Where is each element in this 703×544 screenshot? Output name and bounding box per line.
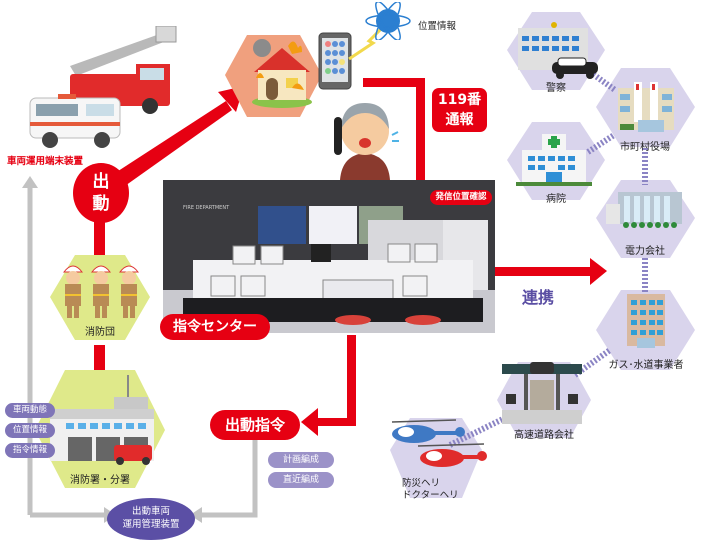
119-report-line2: 通報 bbox=[445, 112, 474, 128]
vehicle-management-device[interactable]: 出動車両 運用管理装置 bbox=[107, 498, 195, 540]
dotted-connectors bbox=[448, 69, 648, 448]
gray-arrowhead-up bbox=[22, 176, 38, 188]
expressway-label: 高速道路会社 bbox=[514, 430, 574, 441]
nearest-formation-tag: 直近編成 bbox=[268, 472, 334, 488]
station-tag-vehicle-status: 車両動態 bbox=[5, 403, 55, 418]
coordination-label: 連携 bbox=[522, 288, 555, 307]
dispatch-line1: 出 bbox=[92, 172, 110, 192]
119-report-line1: 119番 bbox=[437, 92, 482, 108]
helicopter-label-line1: 防災ヘリ bbox=[402, 478, 441, 489]
dispatch-circle: 出 動 bbox=[73, 163, 129, 223]
police-station-icon bbox=[512, 22, 600, 80]
fire-station-icon bbox=[48, 375, 158, 467]
station-tag-location-info: 位置情報 bbox=[5, 423, 55, 438]
volunteer-fire-label: 消防団 bbox=[85, 327, 115, 338]
gray-arrowhead-left bbox=[190, 507, 202, 523]
police-label: 警察 bbox=[546, 83, 566, 94]
power-company-label: 電力会社 bbox=[625, 246, 665, 257]
helicopter-label: 防災ヘリ ドクターヘリ bbox=[402, 478, 459, 502]
ambulance-icon bbox=[28, 92, 128, 152]
command-center-photo: FIRE DEPARTMENT bbox=[163, 180, 495, 333]
dispatch-command-badge: 出動指令 bbox=[210, 410, 300, 440]
svg-text:FIRE DEPARTMENT: FIRE DEPARTMENT bbox=[183, 205, 230, 211]
satellite-globe-icon bbox=[365, 0, 411, 42]
location-info-label: 位置情報 bbox=[418, 21, 457, 32]
fire-station-label: 消防署・分署 bbox=[70, 475, 130, 486]
vehicle-management-line1: 出動車両 bbox=[131, 506, 170, 517]
helicopter-icon bbox=[388, 418, 488, 474]
disaster-site-label: 災害現場 bbox=[253, 129, 293, 140]
119-report-badge: 119番 通報 bbox=[432, 88, 487, 132]
dispatch-line2: 動 bbox=[92, 194, 110, 214]
vehicle-management-line2: 運用管理装置 bbox=[122, 519, 180, 530]
hospital-icon bbox=[516, 132, 592, 188]
city-hall-icon bbox=[614, 78, 678, 133]
hospital-label: 病院 bbox=[546, 194, 566, 205]
firefighter-icon bbox=[60, 262, 142, 320]
elderly-caller-icon bbox=[330, 95, 400, 180]
plan-formation-tag: 計画編成 bbox=[268, 452, 334, 468]
helicopter-label-line2: ドクターヘリ bbox=[402, 490, 459, 501]
caller-location-badge: 発信位置確認 bbox=[430, 190, 492, 205]
municipal-label: 市町村役場 bbox=[620, 142, 670, 153]
gray-feedback-lines bbox=[27, 185, 258, 518]
burning-house-icon bbox=[248, 38, 316, 108]
toll-gate-icon bbox=[502, 362, 582, 424]
power-company-icon bbox=[604, 190, 684, 230]
command-center-badge: 指令センター bbox=[160, 314, 270, 340]
station-tag-command-info: 指令情報 bbox=[5, 443, 55, 458]
office-building-icon bbox=[623, 292, 669, 350]
gas-water-label: ガス･水道事業者 bbox=[608, 360, 684, 371]
smartphone-icon bbox=[318, 32, 352, 90]
vehicle-terminal-label: 車両運用端末装置 bbox=[7, 156, 84, 167]
